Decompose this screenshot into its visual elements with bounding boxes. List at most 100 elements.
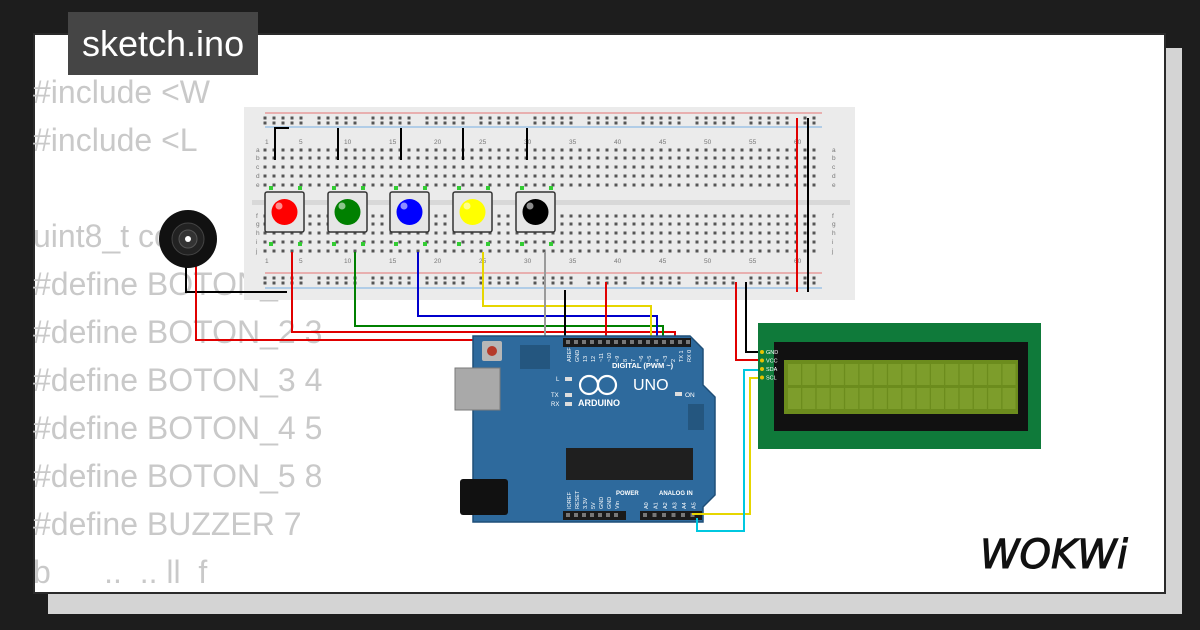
breadboard-hole — [785, 222, 789, 226]
breadboard-hole — [452, 249, 456, 253]
button-pin — [486, 242, 490, 246]
breadboard-hole — [695, 156, 699, 160]
rail-hole — [587, 281, 591, 285]
lcd-cell — [1002, 364, 1016, 385]
breadboard-hole — [443, 249, 447, 253]
breadboard-hole — [686, 174, 690, 178]
rail-hole — [731, 281, 735, 285]
breadboard-hole — [299, 174, 303, 178]
breadboard-hole — [542, 148, 546, 152]
breadboard-hole — [596, 148, 600, 152]
rail-hole — [389, 276, 393, 280]
rail-hole — [614, 276, 618, 280]
breadboard-hole — [515, 249, 519, 253]
breadboard-hole — [722, 222, 726, 226]
breadboard-hole — [623, 249, 627, 253]
breadboard-hole — [605, 148, 609, 152]
rail-hole — [389, 281, 393, 285]
breadboard-hole — [812, 231, 816, 235]
rail-hole — [488, 281, 492, 285]
rail-hole — [695, 276, 699, 280]
breadboard-hole — [524, 249, 528, 253]
breadboard-hole — [326, 148, 330, 152]
breadboard-hole — [452, 148, 456, 152]
button-cap — [459, 199, 486, 225]
breadboard-hole — [497, 240, 501, 244]
breadboard-hole — [317, 240, 321, 244]
breadboard-hole — [353, 156, 357, 160]
breadboard-hole — [434, 165, 438, 169]
lcd-cell — [931, 364, 944, 385]
breadboard-hole — [308, 165, 312, 169]
breadboard-hole — [668, 183, 672, 187]
breadboard-hole — [524, 240, 528, 244]
rail-hole — [335, 276, 339, 280]
breadboard-hole — [695, 240, 699, 244]
breadboard-hole — [614, 174, 618, 178]
pin-label: Vin — [615, 501, 621, 509]
rail-hole — [776, 276, 780, 280]
lcd-pin — [760, 367, 764, 371]
rail-hole — [389, 121, 393, 125]
breadboard-hole — [758, 174, 762, 178]
breadboard-hole — [281, 148, 285, 152]
button-pin — [423, 186, 427, 190]
breadboard-hole — [641, 249, 645, 253]
breadboard-hole — [695, 231, 699, 235]
breadboard-hole — [668, 240, 672, 244]
wire-yellow — [692, 377, 762, 515]
header-pin — [606, 340, 610, 344]
rail-hole — [803, 116, 807, 120]
rail-hole — [569, 281, 573, 285]
code-line: #define BOTON_4 5 — [33, 410, 323, 446]
rail-hole — [389, 116, 393, 120]
breadboard-hole — [344, 183, 348, 187]
breadboard-hole — [335, 183, 339, 187]
breadboard-hole — [560, 222, 564, 226]
rail-hole — [425, 116, 429, 120]
breadboard-hole — [551, 148, 555, 152]
rail-hole — [542, 121, 546, 125]
rail-hole — [605, 116, 609, 120]
usb-port — [454, 367, 501, 411]
rail-hole — [488, 121, 492, 125]
rail-hole — [335, 116, 339, 120]
breadboard-hole — [416, 240, 420, 244]
breadboard-hole — [308, 214, 312, 218]
pin-label: ~5 — [647, 356, 653, 362]
power-header — [563, 511, 626, 520]
rail-hole — [623, 281, 627, 285]
breadboard-hole — [740, 231, 744, 235]
breadboard-hole — [731, 174, 735, 178]
breadboard-hole — [578, 165, 582, 169]
rail-hole — [443, 121, 447, 125]
led-label: L — [556, 377, 560, 383]
breadboard-hole — [713, 174, 717, 178]
breadboard-hole — [569, 156, 573, 160]
rail-hole — [398, 281, 402, 285]
rail-hole — [551, 116, 555, 120]
column-number: 35 — [569, 258, 577, 265]
breadboard-hole — [506, 183, 510, 187]
breadboard-hole — [335, 174, 339, 178]
reset-button-cap — [487, 346, 497, 356]
breadboard-hole — [344, 240, 348, 244]
breadboard-hole — [668, 148, 672, 152]
breadboard-hole — [623, 165, 627, 169]
breadboard-hole — [578, 174, 582, 178]
button-highlight — [275, 202, 283, 210]
breadboard-hole — [686, 156, 690, 160]
column-number: 55 — [749, 258, 757, 265]
breadboard-hole — [434, 183, 438, 187]
rail-hole — [461, 276, 465, 280]
analog-header — [640, 511, 702, 520]
rail-hole — [335, 281, 339, 285]
breadboard-hole — [767, 183, 771, 187]
breadboard-hole — [749, 222, 753, 226]
breadboard-hole — [677, 148, 681, 152]
rail-hole — [812, 281, 816, 285]
breadboard-hole — [452, 240, 456, 244]
pin-label: 13 — [583, 356, 589, 362]
header-pin — [574, 340, 578, 344]
rail-hole — [776, 281, 780, 285]
